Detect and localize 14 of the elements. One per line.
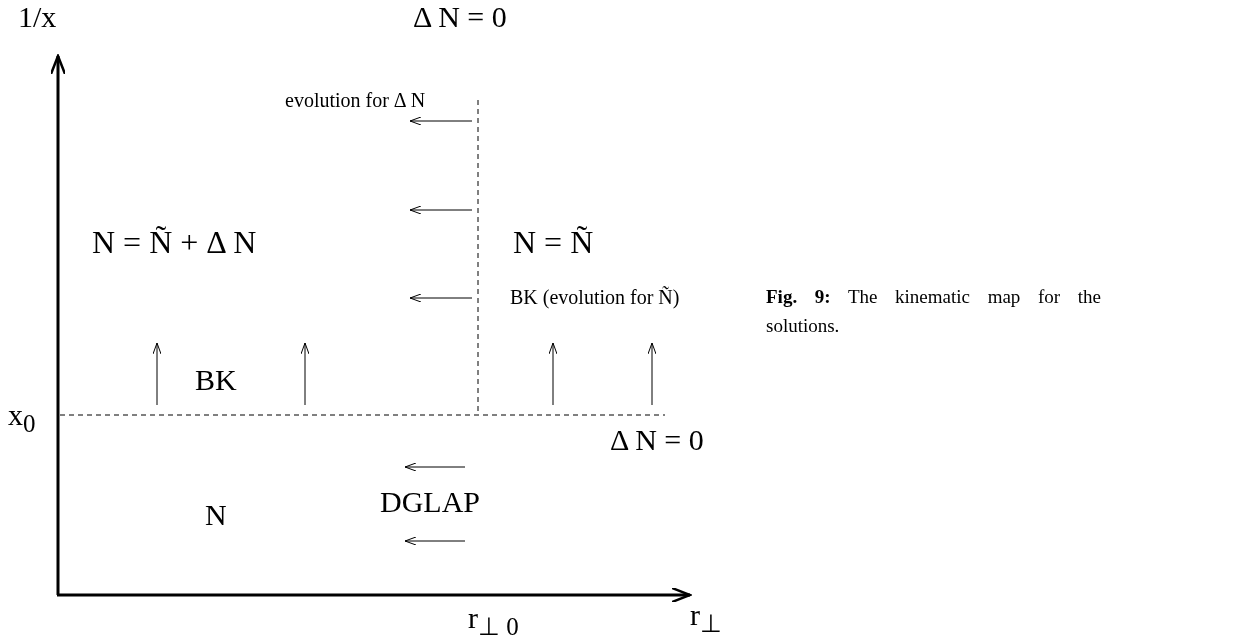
formula-label: N = Ñ + Δ N	[92, 226, 257, 258]
figure-caption: Fig. 9: The kinematic map for the solutions.	[766, 285, 1101, 339]
region-label: BK	[195, 365, 237, 395]
region-label: N	[205, 500, 227, 530]
axis-label: r$_{⊥}$	[690, 600, 722, 636]
tick-label: x$_{0}$	[8, 400, 36, 436]
region-note: BK (evolution for Ñ)	[510, 287, 680, 307]
axis-label: 1/x	[18, 2, 57, 32]
region-note: evolution for Δ N	[285, 90, 426, 110]
boundary-label: Δ N = 0	[610, 425, 704, 455]
region-label: DGLAP	[380, 487, 480, 517]
formula-label: N = Ñ	[513, 226, 594, 258]
tick-label: r$_{⊥ 0}$	[468, 603, 519, 639]
boundary-label: Δ N = 0	[413, 2, 507, 32]
